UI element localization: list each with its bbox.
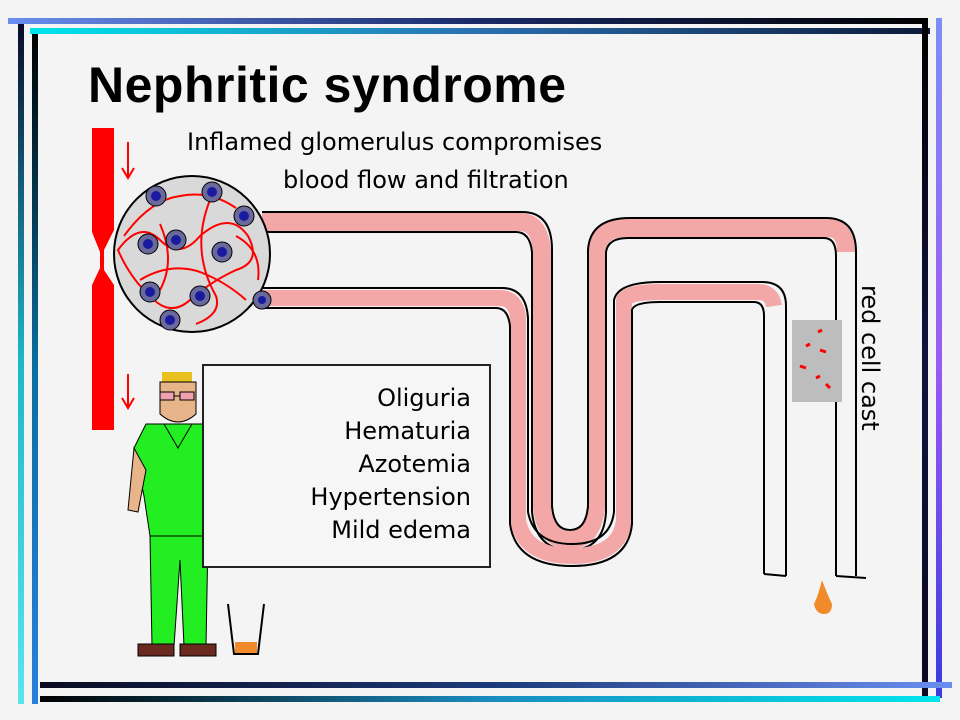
cell-icon xyxy=(211,241,233,263)
symptom-item: Azotemia xyxy=(358,450,471,478)
tubule-inner xyxy=(262,281,787,577)
cell-icon xyxy=(145,185,167,207)
frame-left-bar-inner xyxy=(32,34,38,704)
symptom-item: Hypertension xyxy=(310,483,471,511)
glomerulus xyxy=(113,175,271,333)
urine-cup-icon xyxy=(227,603,265,655)
blood-vessel xyxy=(92,128,114,430)
caption-line-2: blood flow and filtration xyxy=(283,166,569,194)
flow-arrow-icon xyxy=(121,374,135,410)
symptom-box: Oliguria Hematuria Azotemia Hypertension… xyxy=(202,364,491,568)
frame-right-bar-outer xyxy=(936,18,942,698)
cell-icon xyxy=(139,281,161,303)
frame-left-bar xyxy=(18,24,24,704)
symptom-item: Oliguria xyxy=(377,384,471,412)
frame-top-bar xyxy=(8,18,928,24)
page-title: Nephritic syndrome xyxy=(88,57,567,113)
cast-label: red cell cast xyxy=(856,285,884,431)
red-cell-cast xyxy=(792,320,842,402)
cell-icon xyxy=(189,285,211,307)
cell-icon xyxy=(233,205,255,227)
cell-icon xyxy=(159,309,181,331)
symptom-item: Hematuria xyxy=(344,417,471,445)
cell-icon xyxy=(165,229,187,251)
cell-icon xyxy=(201,181,223,203)
urine-drop-icon xyxy=(814,580,832,614)
flow-arrow-icon xyxy=(121,142,135,180)
frame-top-bar-cyan xyxy=(30,28,930,34)
cell-icon xyxy=(137,233,159,255)
symptom-item: Mild edema xyxy=(331,516,471,544)
frame-bottom-bar xyxy=(40,682,952,688)
frame-bottom-bar-cyan xyxy=(40,696,940,702)
frame-right-bar xyxy=(922,24,928,698)
patient-figure xyxy=(127,372,227,657)
cell-icon xyxy=(252,290,272,310)
caption-line-1: Inflamed glomerulus compromises xyxy=(187,128,603,156)
